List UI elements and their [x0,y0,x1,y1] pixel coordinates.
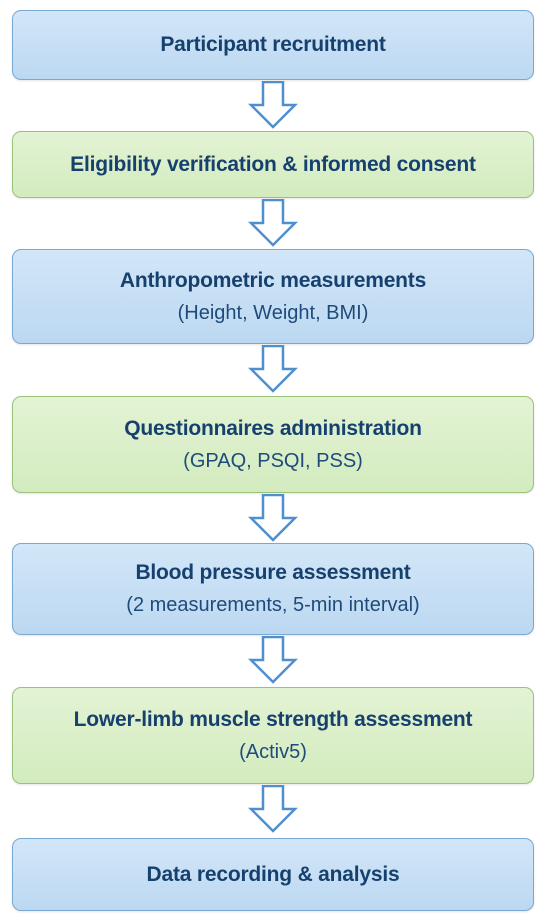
step-title: Eligibility verification & informed cons… [70,152,476,176]
down-arrow-icon [248,785,298,833]
step-subtitle: (2 measurements, 5-min interval) [126,594,420,616]
step-title: Questionnaires administration [124,416,422,440]
step-questionnaires-administration: Questionnaires administration (GPAQ, PSQ… [12,396,534,493]
step-title: Data recording & analysis [146,862,400,886]
step-title: Blood pressure assessment [135,561,411,584]
step-eligibility-consent: Eligibility verification & informed cons… [12,131,534,198]
down-arrow-icon [248,636,298,684]
step-subtitle: (Activ5) [239,740,307,763]
step-title: Lower-limb muscle strength assessment [73,707,473,731]
step-anthropometric-measurements: Anthropometric measurements (Height, Wei… [12,249,534,344]
down-arrow-icon [248,199,298,247]
step-subtitle: (GPAQ, PSQI, PSS) [183,449,363,472]
down-arrow-icon [248,345,298,393]
down-arrow-icon [248,494,298,542]
step-subtitle: (Height, Weight, BMI) [177,301,369,324]
step-blood-pressure-assessment: Blood pressure assessment (2 measurement… [12,543,534,635]
step-title: Participant recruitment [160,33,386,56]
step-title: Anthropometric measurements [119,268,427,292]
step-data-recording-analysis: Data recording & analysis [12,838,534,911]
step-participant-recruitment: Participant recruitment [12,10,534,80]
step-muscle-strength-assessment: Lower-limb muscle strength assessment (A… [12,687,534,784]
down-arrow-icon [248,81,298,129]
